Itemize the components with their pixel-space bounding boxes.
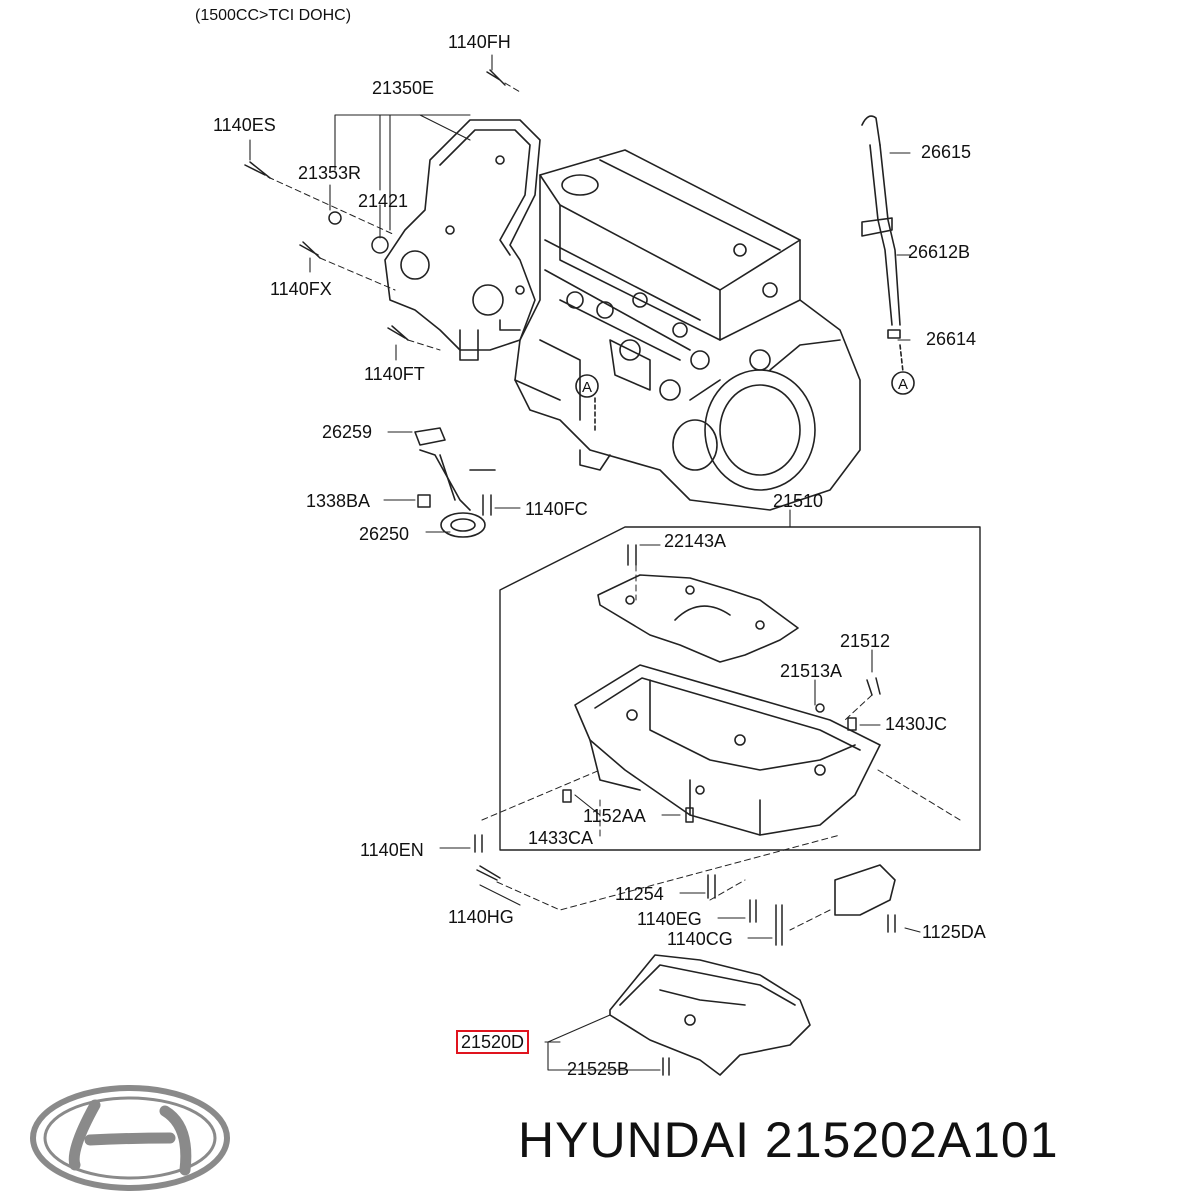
- timing-cover-drawing: [384, 119, 541, 361]
- callout-26614[interactable]: 26614: [926, 329, 977, 349]
- callout-1433ca[interactable]: 1433CA: [528, 828, 594, 848]
- callout-21512[interactable]: 21512: [840, 631, 891, 651]
- callout-1140hg[interactable]: 1140HG: [448, 907, 514, 927]
- callout-1140en[interactable]: 1140EN: [360, 840, 424, 860]
- callout-1152aa[interactable]: 1152AA: [583, 806, 646, 826]
- callout-21510[interactable]: 21510: [773, 491, 824, 511]
- callout-1140eg[interactable]: 1140EG: [637, 909, 702, 929]
- cover-plate-drawing: [834, 864, 896, 916]
- brand-part-number: HYUNDAI 215202A101: [518, 1112, 1059, 1168]
- callout-21353r[interactable]: 21353R: [298, 163, 362, 183]
- callout-1140ft[interactable]: 1140FT: [364, 364, 425, 384]
- hyundai-logo-icon: [30, 1085, 230, 1191]
- callout-1140fh[interactable]: 1140FH: [448, 32, 511, 52]
- callout-21525b[interactable]: 21525B: [567, 1059, 630, 1079]
- callout-1140cg[interactable]: 1140CG: [667, 929, 733, 949]
- reference-mark-a-dipstick: [891, 371, 915, 395]
- callout-26615[interactable]: 26615: [921, 142, 972, 162]
- engine-block-drawing: [514, 149, 861, 511]
- dashed-guide-lines: [267, 82, 961, 931]
- callout-1125da[interactable]: 1125DA: [922, 922, 986, 942]
- callout-21350e[interactable]: 21350E: [372, 78, 435, 98]
- callout-26250[interactable]: 26250: [359, 524, 410, 544]
- callout-1430jc[interactable]: 1430JC: [885, 714, 948, 734]
- callout-1140es[interactable]: 1140ES: [213, 115, 276, 135]
- callout-21421[interactable]: 21421: [358, 191, 409, 211]
- callout-22143a[interactable]: 22143A: [664, 531, 727, 551]
- leader-lines: [249, 54, 921, 1071]
- lower-oil-pan-drawing: [609, 954, 811, 1076]
- callout-11254[interactable]: 11254: [615, 884, 664, 904]
- callout-26259[interactable]: 26259: [322, 422, 373, 442]
- callout-1140fc[interactable]: 1140FC: [525, 499, 588, 519]
- gasket-drawing: [597, 574, 799, 663]
- callout-21513a[interactable]: 21513A: [780, 661, 843, 681]
- callout-1338ba[interactable]: 1338BA: [306, 491, 371, 511]
- ref-mark-label-1: A: [582, 379, 592, 396]
- reference-mark-a-engine: [575, 374, 599, 398]
- diagram-header: (1500CC>TCI DOHC): [195, 7, 352, 24]
- callout-1140fx[interactable]: 1140FX: [270, 279, 332, 299]
- callout-21520d-highlighted[interactable]: 21520D: [455, 1030, 530, 1054]
- bolts-drawing: [244, 69, 896, 1076]
- oil-strainer-drawing: [414, 427, 496, 538]
- assembly-box: [499, 526, 981, 851]
- callout-26612b[interactable]: 26612B: [908, 242, 971, 262]
- dipstick-drawing: [861, 115, 901, 339]
- upper-oil-pan-drawing: [574, 664, 881, 836]
- ref-mark-label-2: A: [898, 376, 908, 393]
